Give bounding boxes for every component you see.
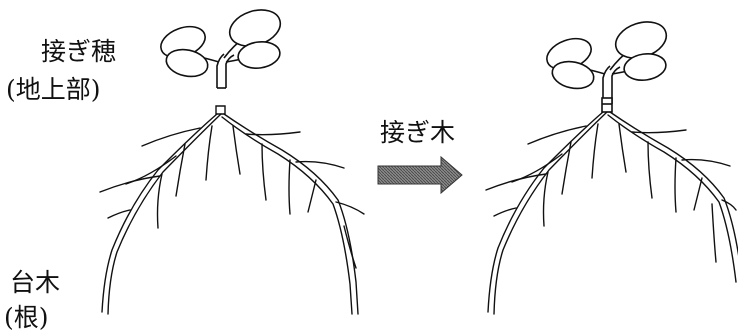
- rootstock-left: [100, 106, 364, 314]
- rootstock-right: [486, 112, 738, 314]
- graft-union: [602, 98, 612, 112]
- rootstock-sublabel: (根): [4, 303, 49, 333]
- grafting-label: 接ぎ木: [380, 118, 455, 148]
- rootstock-label: 台木: [10, 268, 60, 298]
- scion-sublabel: (地上部): [6, 75, 101, 105]
- scion-label: 接ぎ穂: [41, 37, 116, 67]
- arrow: [378, 157, 462, 193]
- scion-shoot-left: [157, 4, 285, 88]
- rootstock-stump: [216, 106, 225, 114]
- grafted-shoot-right: [543, 16, 671, 112]
- scion-stem: [217, 54, 234, 88]
- arrow-icon: [378, 157, 462, 193]
